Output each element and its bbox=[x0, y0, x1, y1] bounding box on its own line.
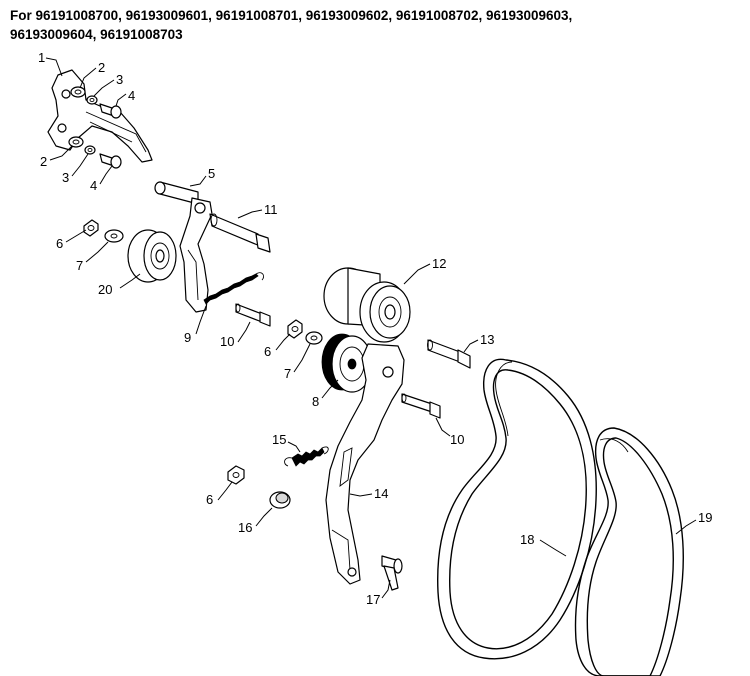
part-6-nut-left bbox=[83, 219, 99, 237]
header-line-2: 96193009604, 96191008703 bbox=[10, 27, 183, 42]
header-line-1: For 96191008700, 96193009601, 9619100870… bbox=[10, 8, 573, 23]
callout-11: 11 bbox=[264, 202, 278, 217]
callout-20: 20 bbox=[98, 282, 112, 297]
part-13-bolt bbox=[427, 339, 471, 369]
part-3-lockwasher-lower bbox=[84, 145, 96, 155]
part-7-washer-middle bbox=[305, 331, 323, 345]
callout-7-left: 7 bbox=[76, 258, 83, 273]
callout-8: 8 bbox=[312, 394, 319, 409]
part-3-lockwasher-upper bbox=[86, 95, 98, 105]
part-1-bracket bbox=[47, 69, 153, 163]
part-4-bolt-lower bbox=[99, 153, 122, 169]
part-8-pulley bbox=[321, 333, 373, 393]
callout-3-upper: 3 bbox=[116, 72, 123, 87]
callout-6-lower: 6 bbox=[206, 492, 213, 507]
part-15-spring bbox=[284, 446, 329, 467]
part-14-idler-bracket bbox=[325, 343, 405, 585]
callout-19: 19 bbox=[698, 510, 712, 525]
part-9-idler-arm bbox=[179, 197, 213, 313]
callout-6-left: 6 bbox=[56, 236, 63, 251]
callout-16: 16 bbox=[238, 520, 252, 535]
part-18-belt bbox=[437, 358, 597, 660]
callout-labels: 1 2 3 4 2 3 4 5 11 6 7 20 9 10 6 7 12 13… bbox=[38, 50, 712, 607]
callout-12: 12 bbox=[432, 256, 446, 271]
part-11-long-bolt bbox=[209, 213, 271, 253]
part-10-bolt-lower bbox=[401, 393, 441, 419]
part-12-double-pulley bbox=[323, 267, 411, 343]
callout-13: 13 bbox=[480, 332, 494, 347]
part-10-bolt-upper bbox=[235, 303, 271, 327]
callout-18: 18 bbox=[520, 532, 534, 547]
callout-2-upper: 2 bbox=[98, 60, 105, 75]
part-4-bolt-upper bbox=[99, 103, 122, 119]
part-9-spring bbox=[203, 272, 265, 305]
callout-5: 5 bbox=[208, 166, 215, 181]
callout-6-middle: 6 bbox=[264, 344, 271, 359]
part-5-shaft bbox=[154, 181, 199, 205]
part-16-spacer bbox=[269, 491, 291, 509]
part-19-belt bbox=[574, 427, 684, 676]
callout-1: 1 bbox=[38, 50, 45, 65]
callout-10-upper: 10 bbox=[220, 334, 234, 349]
part-17-bolt bbox=[381, 555, 403, 591]
callout-9: 9 bbox=[184, 330, 191, 345]
callout-10-lower: 10 bbox=[450, 432, 464, 447]
parts-header: For 96191008700, 96193009601, 9619100870… bbox=[10, 6, 740, 44]
callout-7-middle: 7 bbox=[284, 366, 291, 381]
part-20-pulley bbox=[127, 229, 177, 283]
part-7-washer-left bbox=[104, 229, 124, 243]
callout-4-lower: 4 bbox=[90, 178, 97, 193]
callout-2-lower: 2 bbox=[40, 154, 47, 169]
callout-3-lower: 3 bbox=[62, 170, 69, 185]
part-6-nut-lower bbox=[227, 465, 245, 485]
callout-15: 15 bbox=[272, 432, 286, 447]
callout-14: 14 bbox=[374, 486, 388, 501]
leader-lines bbox=[45, 57, 697, 599]
callout-17: 17 bbox=[366, 592, 380, 607]
part-6-nut-middle bbox=[287, 319, 303, 339]
part-2-washer-upper bbox=[70, 86, 86, 98]
callout-4-upper: 4 bbox=[128, 88, 135, 103]
part-2-washer-lower bbox=[68, 136, 84, 148]
